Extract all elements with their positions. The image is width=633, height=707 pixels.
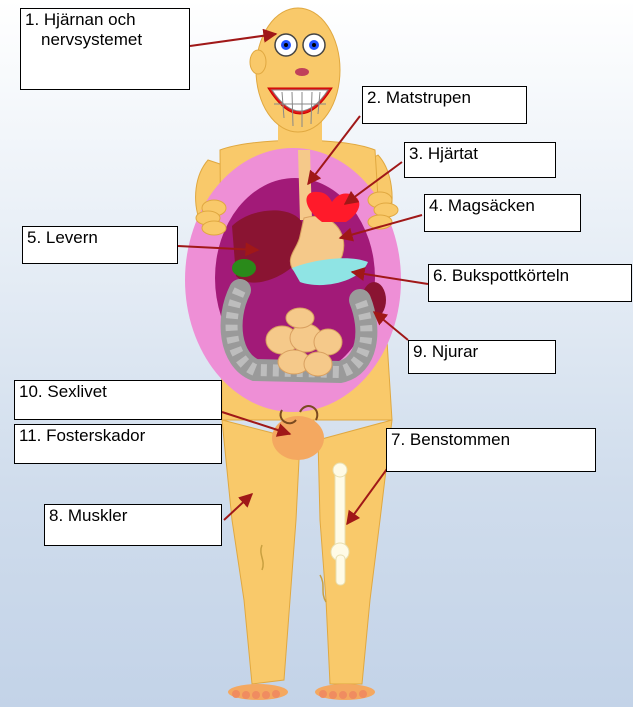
label-stomach: 4. Magsäcken bbox=[424, 194, 581, 232]
label-pancreas: 6. Bukspottkörteln bbox=[428, 264, 632, 302]
label-kidneys: 9. Njurar bbox=[408, 340, 556, 374]
label-liver-text: 5. Levern bbox=[27, 228, 98, 247]
label-liver: 5. Levern bbox=[22, 226, 178, 264]
label-muscles-text: 8. Muskler bbox=[49, 506, 127, 525]
label-sex-text: 10. Sexlivet bbox=[19, 382, 107, 401]
label-bones-text: 7. Benstommen bbox=[391, 430, 510, 449]
label-heart: 3. Hjärtat bbox=[404, 142, 556, 178]
label-bones: 7. Benstommen bbox=[386, 428, 596, 472]
label-kidneys-text: 9. Njurar bbox=[413, 342, 478, 361]
right-leg bbox=[318, 420, 392, 684]
label-pancreas-text: 6. Bukspottkörteln bbox=[433, 266, 569, 285]
label-sex: 10. Sexlivet bbox=[14, 380, 222, 420]
label-esophagus: 2. Matstrupen bbox=[362, 86, 527, 124]
label-stomach-text: 4. Magsäcken bbox=[429, 196, 535, 215]
label-brain: 1. Hjärnan och nervsystemet bbox=[20, 8, 190, 90]
label-esophagus-text: 2. Matstrupen bbox=[367, 88, 471, 107]
label-heart-text: 3. Hjärtat bbox=[409, 144, 478, 163]
label-fetal-text: 11. Fosterskador bbox=[19, 426, 145, 445]
label-fetal: 11. Fosterskador bbox=[14, 424, 222, 464]
label-brain-line1: 1. Hjärnan och bbox=[25, 10, 136, 29]
gallbladder-shape bbox=[232, 259, 256, 277]
label-brain-line2: nervsystemet bbox=[25, 30, 185, 50]
label-muscles: 8. Muskler bbox=[44, 504, 222, 546]
